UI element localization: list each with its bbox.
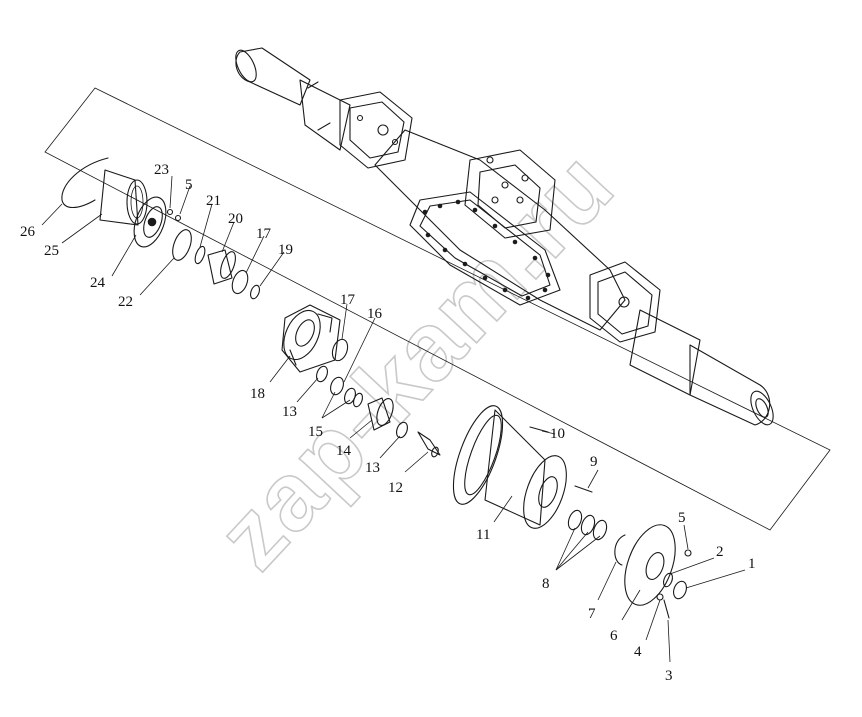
callout-5-lower: 5	[678, 510, 686, 526]
callout-8: 8	[542, 576, 550, 592]
part-17-washer-upper	[231, 269, 249, 295]
callout-18: 18	[250, 386, 265, 402]
callout-labels: 26 25 24 22 23 5 21 20 17 19 17 16 18 13…	[20, 162, 756, 684]
part-4-washer	[656, 593, 664, 601]
callout-7: 7	[588, 606, 596, 622]
part-10-bolt	[529, 426, 549, 433]
callout-23: 23	[154, 162, 169, 178]
callout-14: 14	[336, 443, 352, 459]
part-20-roller	[207, 249, 236, 285]
callout-10: 10	[550, 426, 565, 442]
part-1-nut	[673, 580, 687, 600]
callout-25: 25	[44, 243, 59, 259]
callout-13-lower: 13	[365, 460, 380, 476]
part-19-ring	[249, 284, 261, 300]
part-12-pin	[417, 431, 441, 458]
part-21-ring	[194, 245, 206, 265]
exploded-view-frame	[44, 87, 831, 531]
part-8-shims	[567, 509, 608, 541]
leader-lines	[41, 175, 746, 663]
part-2-washer	[662, 572, 674, 588]
callout-22: 22	[118, 294, 133, 310]
part-3-bolt	[663, 599, 670, 619]
callout-6: 6	[610, 628, 618, 644]
part-14-planet-gear	[367, 397, 394, 431]
callout-1: 1	[748, 556, 756, 572]
callout-12: 12	[388, 480, 403, 496]
callout-11: 11	[476, 527, 490, 543]
callout-13-upper: 13	[282, 404, 297, 420]
part-11-drum-housing	[452, 405, 567, 529]
part-18-planet-carrier	[281, 304, 341, 373]
callout-2: 2	[716, 544, 724, 560]
callout-19: 19	[278, 242, 293, 258]
part-25-ring-gear	[99, 169, 148, 226]
part-26-snap-ring	[61, 157, 109, 209]
part-13-plate-upper	[316, 365, 328, 383]
callout-17-upper: 17	[256, 226, 272, 242]
part-23-bolt	[166, 208, 174, 216]
part-6-end-cover	[624, 524, 676, 606]
part-7-snap-ring	[614, 534, 626, 566]
part-13-plate-lower	[396, 421, 408, 439]
part-5-nut-lower	[684, 549, 692, 557]
part-5-nut-upper	[174, 214, 182, 222]
callout-3: 3	[665, 668, 673, 684]
part-24-hub	[133, 196, 167, 248]
part-9-bolt	[574, 485, 593, 493]
callout-4: 4	[634, 644, 642, 660]
callout-5-upper: 5	[185, 177, 193, 193]
callout-26: 26	[20, 224, 36, 240]
callout-21: 21	[206, 193, 221, 209]
callout-15: 15	[308, 424, 323, 440]
callout-17-lower: 17	[340, 292, 356, 308]
callout-16: 16	[367, 306, 383, 322]
callout-20: 20	[228, 211, 243, 227]
part-22-bearing	[172, 229, 192, 261]
axle-housing	[235, 47, 774, 426]
part-17-washer-lower	[331, 338, 349, 362]
callout-9: 9	[590, 454, 598, 470]
callout-24: 24	[90, 275, 106, 291]
